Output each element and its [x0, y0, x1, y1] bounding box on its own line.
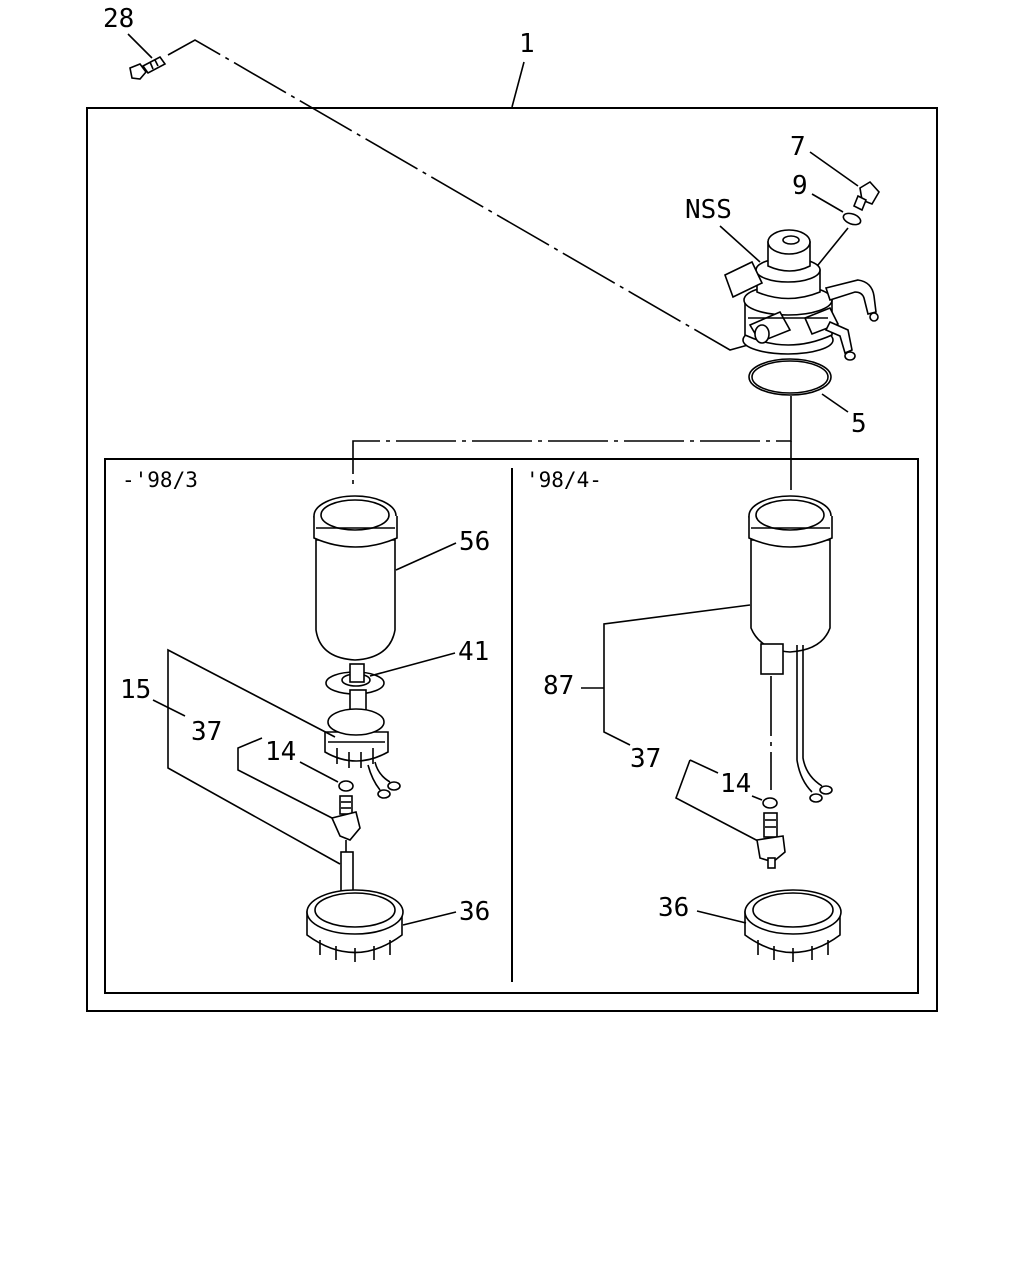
bolt-icon	[129, 55, 167, 80]
drain-plug-icon	[330, 795, 361, 841]
label-oring-14-left: 14	[265, 737, 296, 767]
label-sensor-15: 15	[120, 675, 151, 705]
label-ring-36-right: 36	[658, 893, 689, 923]
assembly-frame	[86, 107, 938, 1012]
filter-bowl-icon	[313, 495, 398, 661]
label-ring-36-left: 36	[459, 897, 490, 927]
label-drain-37-right: 37	[630, 744, 661, 774]
label-washer-9: 9	[792, 171, 808, 201]
right-panel-title: '98/4-	[526, 468, 602, 492]
o-ring-icon	[748, 358, 832, 396]
filter-head-icon	[724, 229, 879, 361]
o-ring-icon	[762, 797, 778, 809]
label-drain-37-left: 37	[191, 717, 222, 747]
left-panel-title: -'98/3	[122, 468, 198, 492]
label-bolt-7: 7	[790, 132, 806, 162]
drain-plug-icon	[756, 812, 786, 869]
variant-frame	[104, 458, 919, 994]
retaining-ring-icon	[744, 889, 842, 962]
bolt-icon	[852, 180, 880, 212]
label-oring-14-right: 14	[720, 769, 751, 799]
label-bowl-87: 87	[543, 671, 574, 701]
label-assembly: 1	[519, 29, 535, 59]
label-bowl-56: 56	[459, 527, 490, 557]
label-seal-41: 41	[458, 637, 489, 667]
o-ring-icon	[338, 780, 354, 792]
filter-bowl-icon	[748, 495, 833, 803]
retaining-ring-icon	[306, 889, 404, 962]
sensor-icon	[324, 689, 401, 799]
label-oring-5: 5	[851, 409, 867, 439]
label-nss: NSS	[685, 195, 732, 225]
washer-icon	[842, 212, 862, 226]
label-bolt-28: 28	[103, 4, 134, 34]
